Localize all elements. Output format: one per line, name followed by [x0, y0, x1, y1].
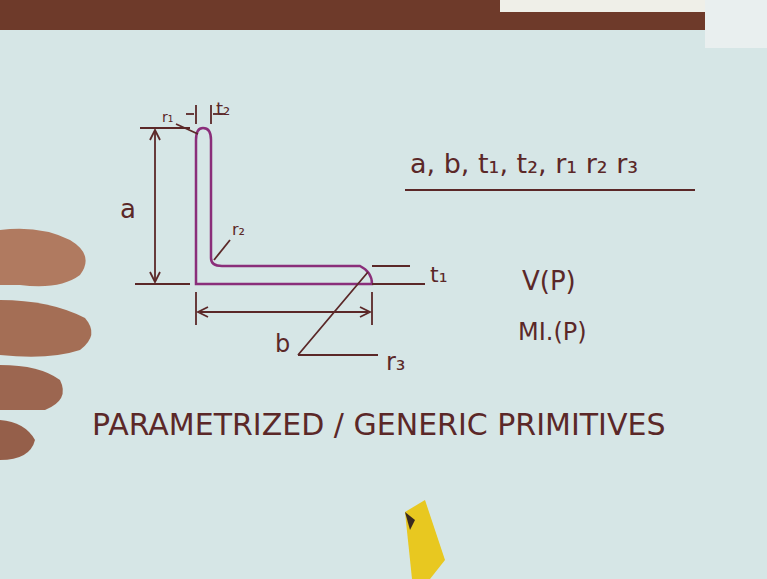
- leader: [214, 240, 230, 260]
- note: V(P): [522, 268, 576, 294]
- dimension-line: [154, 132, 156, 280]
- extension-line: [195, 292, 197, 325]
- top-bar: [0, 0, 767, 30]
- pencil: [405, 500, 445, 579]
- arrowheads: [198, 307, 370, 317]
- arrowheads: [150, 130, 160, 282]
- parameter-list: a, b, t₁, t₂, r₁ r₂ r₃: [410, 150, 638, 177]
- finger: [0, 229, 86, 287]
- extension-line: [135, 283, 190, 285]
- dimension-label: t₂: [216, 100, 230, 118]
- dimension-label: a: [120, 196, 136, 222]
- underline: [405, 189, 695, 191]
- pencil-tip: [405, 512, 415, 530]
- tick: [210, 105, 212, 124]
- tick: [195, 105, 197, 124]
- dimension-line: [200, 311, 368, 313]
- corner-patch: [705, 0, 767, 48]
- leader: [176, 124, 198, 134]
- radius-label: r₁: [162, 110, 173, 124]
- angle-section: [196, 128, 372, 284]
- caption-note: PARAMETRIZED / GENERIC PRIMITIVES: [92, 410, 665, 440]
- dimension-label: t₁: [430, 264, 447, 286]
- extension-line: [372, 283, 425, 285]
- note: MI.(P): [518, 320, 587, 344]
- radius-label: r₃: [386, 350, 406, 374]
- radius-label: r₂: [232, 222, 245, 238]
- finger: [0, 365, 63, 410]
- finger: [0, 420, 35, 460]
- arrow: [186, 113, 194, 115]
- dimension-label: b: [275, 332, 290, 356]
- extension-line: [371, 292, 373, 325]
- extension-line: [372, 265, 410, 267]
- leader: [298, 272, 378, 355]
- finger: [0, 300, 91, 357]
